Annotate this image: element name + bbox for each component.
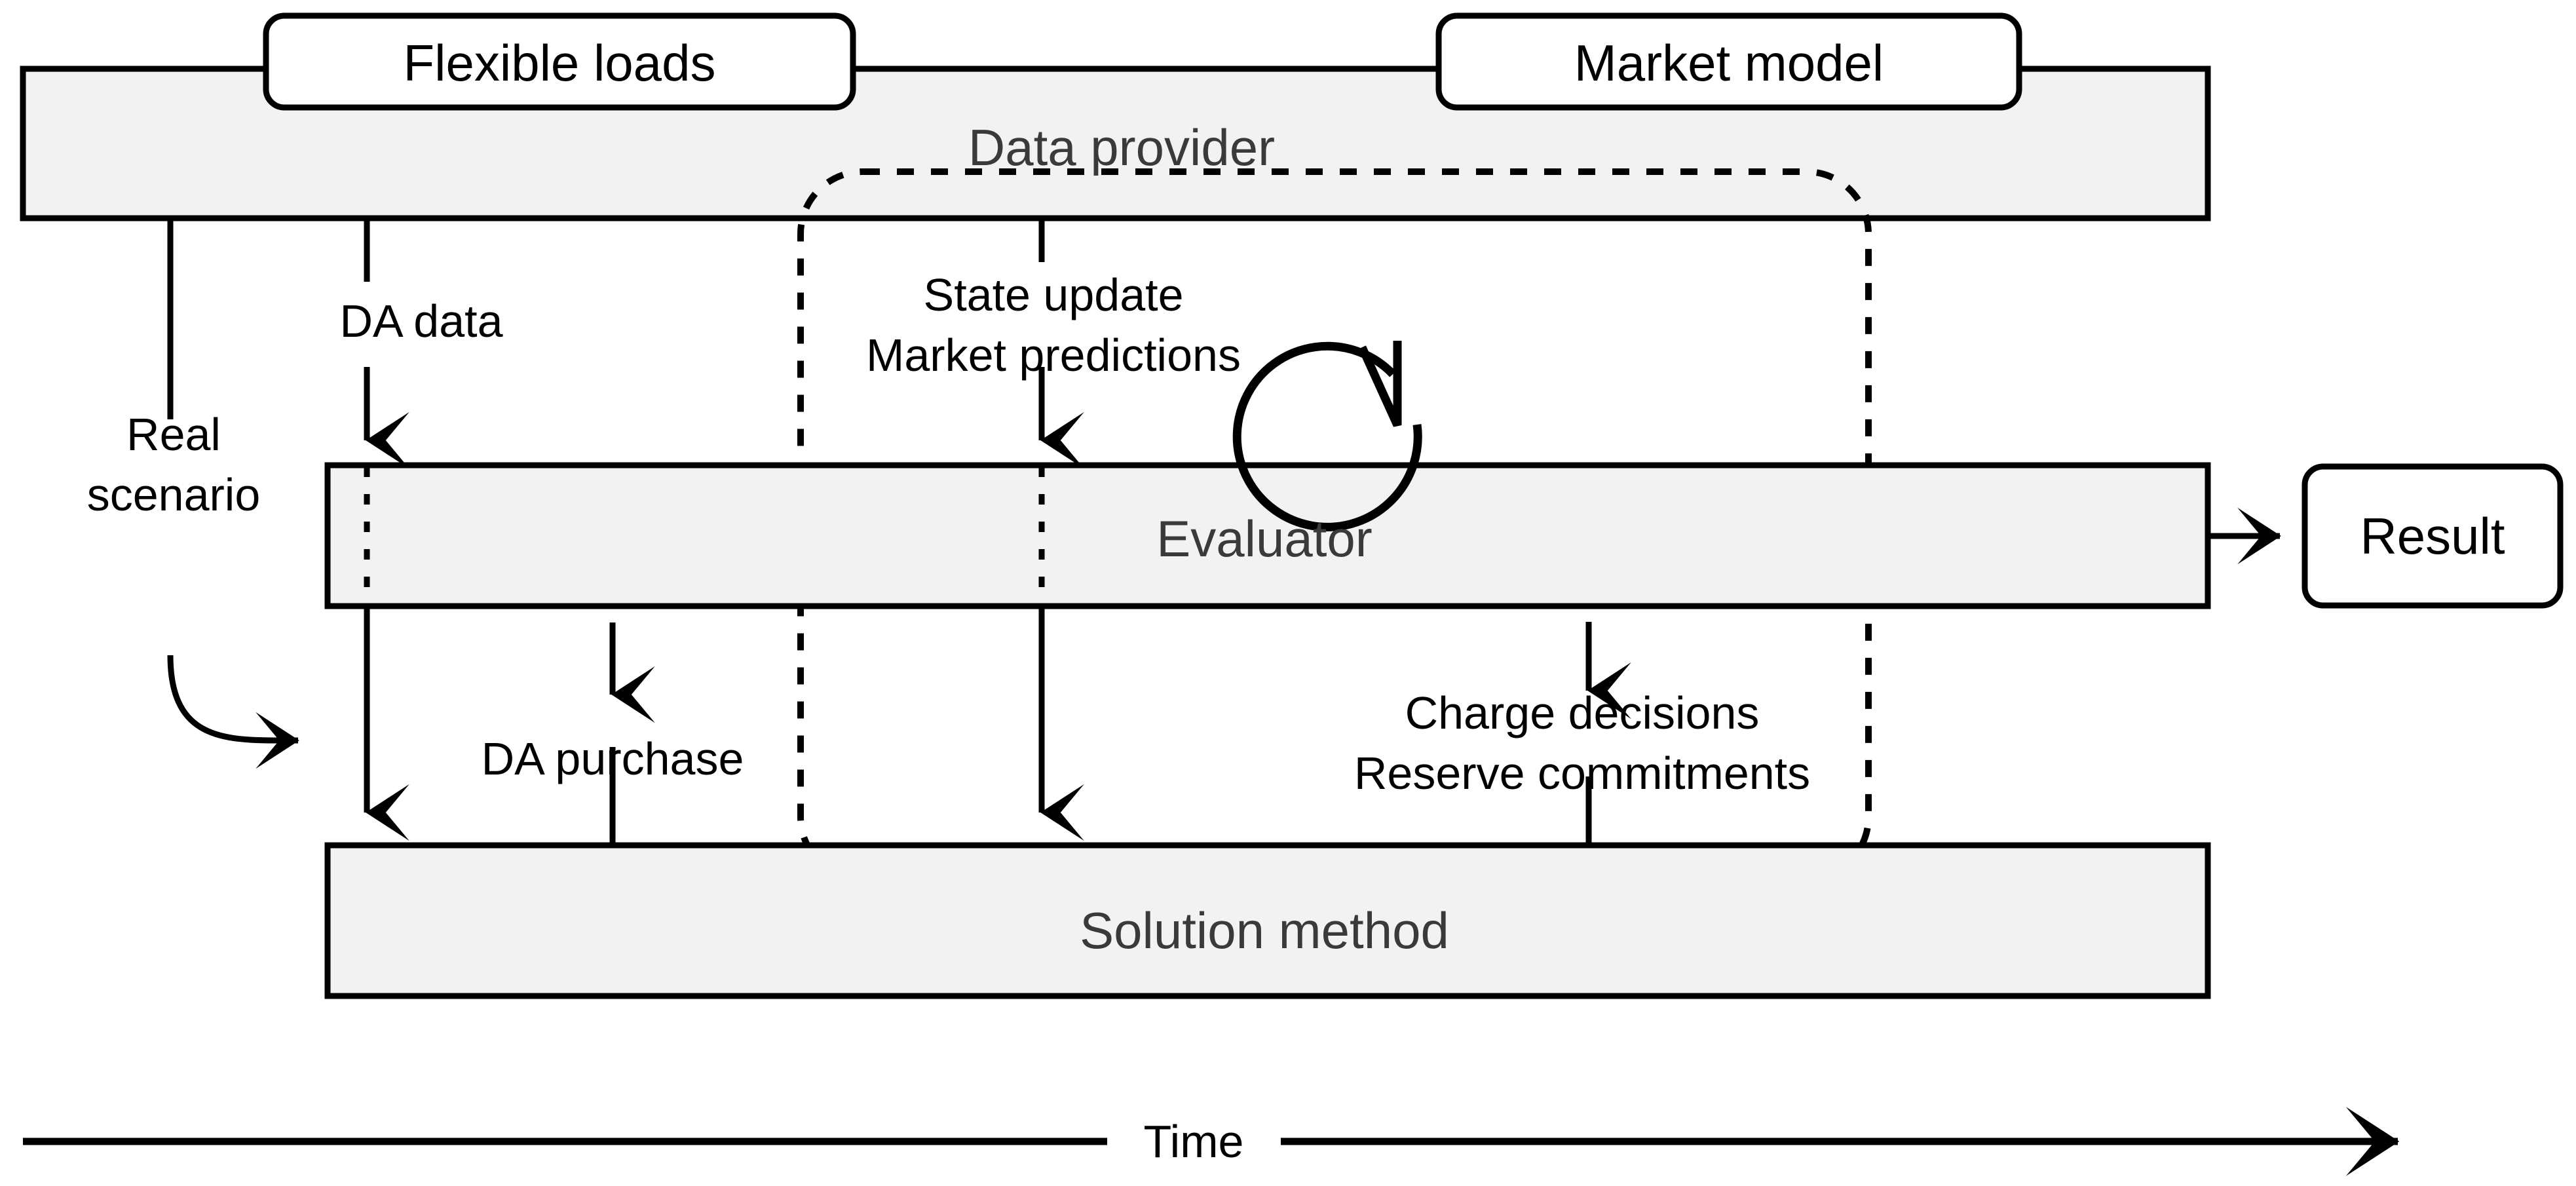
data-provider-label: Data provider <box>968 119 1275 176</box>
charge-decisions-label: Charge decisions <box>1405 687 1760 738</box>
iteration-loop-arrow-icon <box>1232 341 1422 531</box>
time-axis-label: Time <box>1144 1116 1244 1167</box>
result-box[interactable] <box>2301 463 2564 609</box>
market-predictions-label: Market predictions <box>866 330 1241 381</box>
result-label: Result <box>2360 507 2505 565</box>
flexible-loads-label: Flexible loads <box>404 34 716 92</box>
solution-method-label: Solution method <box>1080 902 1449 959</box>
scenario-label: scenario <box>87 469 261 520</box>
real-label: Real <box>126 409 221 460</box>
evaluator-lane-bar <box>324 462 2211 609</box>
state-update-label: State update <box>924 269 1184 320</box>
real-scenario-curved-arrow <box>167 655 299 769</box>
market-model-label: Market model <box>1574 34 1884 92</box>
da-data-label: DA data <box>339 296 502 347</box>
solution-method-lane-bar <box>324 842 2211 999</box>
reserve-commitments-label: Reserve commitments <box>1354 748 1810 799</box>
iteration-loop-arrowhead-icon <box>1358 341 1402 427</box>
da-purchase-label: DA purchase <box>482 733 744 784</box>
evaluator-label: Evaluator <box>1156 510 1373 567</box>
flexible-loads-box[interactable] <box>263 12 856 111</box>
market-model-box[interactable] <box>1435 12 2022 111</box>
